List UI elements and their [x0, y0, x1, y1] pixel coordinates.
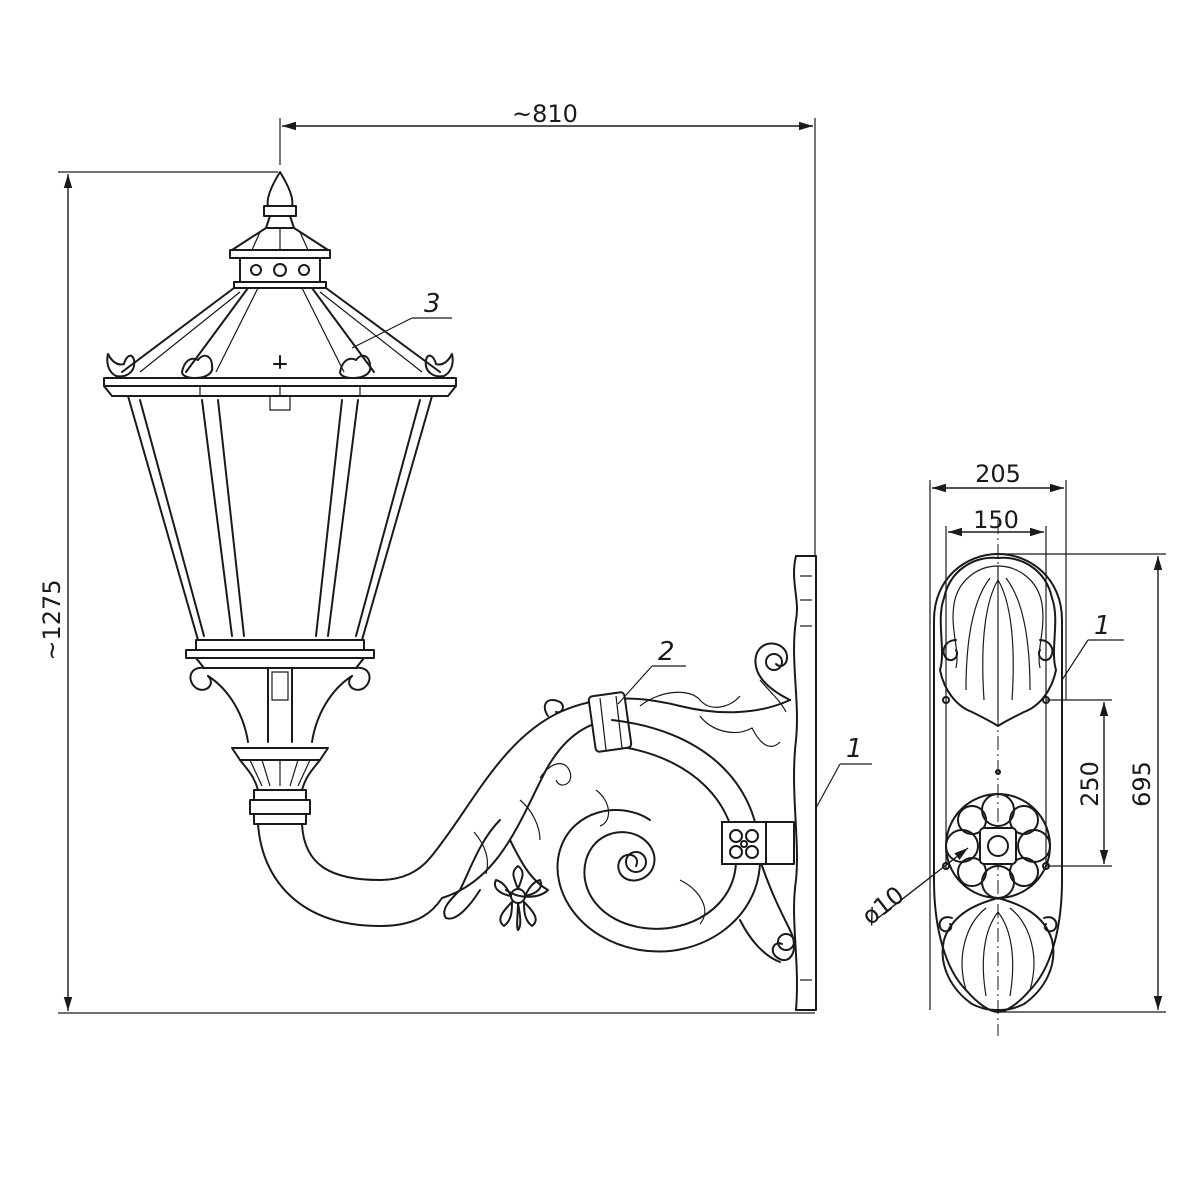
- plate-width-outer-label: 205: [975, 460, 1021, 488]
- plate-width-inner-label: 150: [973, 506, 1019, 534]
- rosette: [945, 793, 1051, 899]
- wall-plate-front: [933, 520, 1063, 1036]
- wall-plate-side: [793, 555, 817, 1011]
- lantern: [103, 171, 457, 927]
- callouts: 3 2 1 1: [351, 289, 1124, 809]
- height-dimension-label: ~1275: [38, 579, 66, 660]
- callout-wall-plate-side: 1: [846, 734, 863, 764]
- callout-lantern: 3: [424, 289, 441, 319]
- flower-ornament: [494, 865, 542, 931]
- width-dimension-label: ~810: [512, 100, 578, 128]
- callout-bracket-arm: 2: [658, 637, 675, 667]
- overall-dimensions: ~810 ~1275: [38, 100, 816, 1014]
- callout-wall-plate-front: 1: [1094, 611, 1111, 641]
- hole-diameter-label: ø10: [857, 881, 910, 931]
- mounting-block: [721, 821, 767, 865]
- wall-plate-dimensions: 205 150 250 695 ø10: [857, 460, 1166, 1013]
- bracket-arm: [429, 642, 796, 963]
- roof-ornament: [106, 353, 454, 379]
- plate-height-label: 695: [1128, 761, 1156, 807]
- hole-spacing-label: 250: [1076, 761, 1104, 807]
